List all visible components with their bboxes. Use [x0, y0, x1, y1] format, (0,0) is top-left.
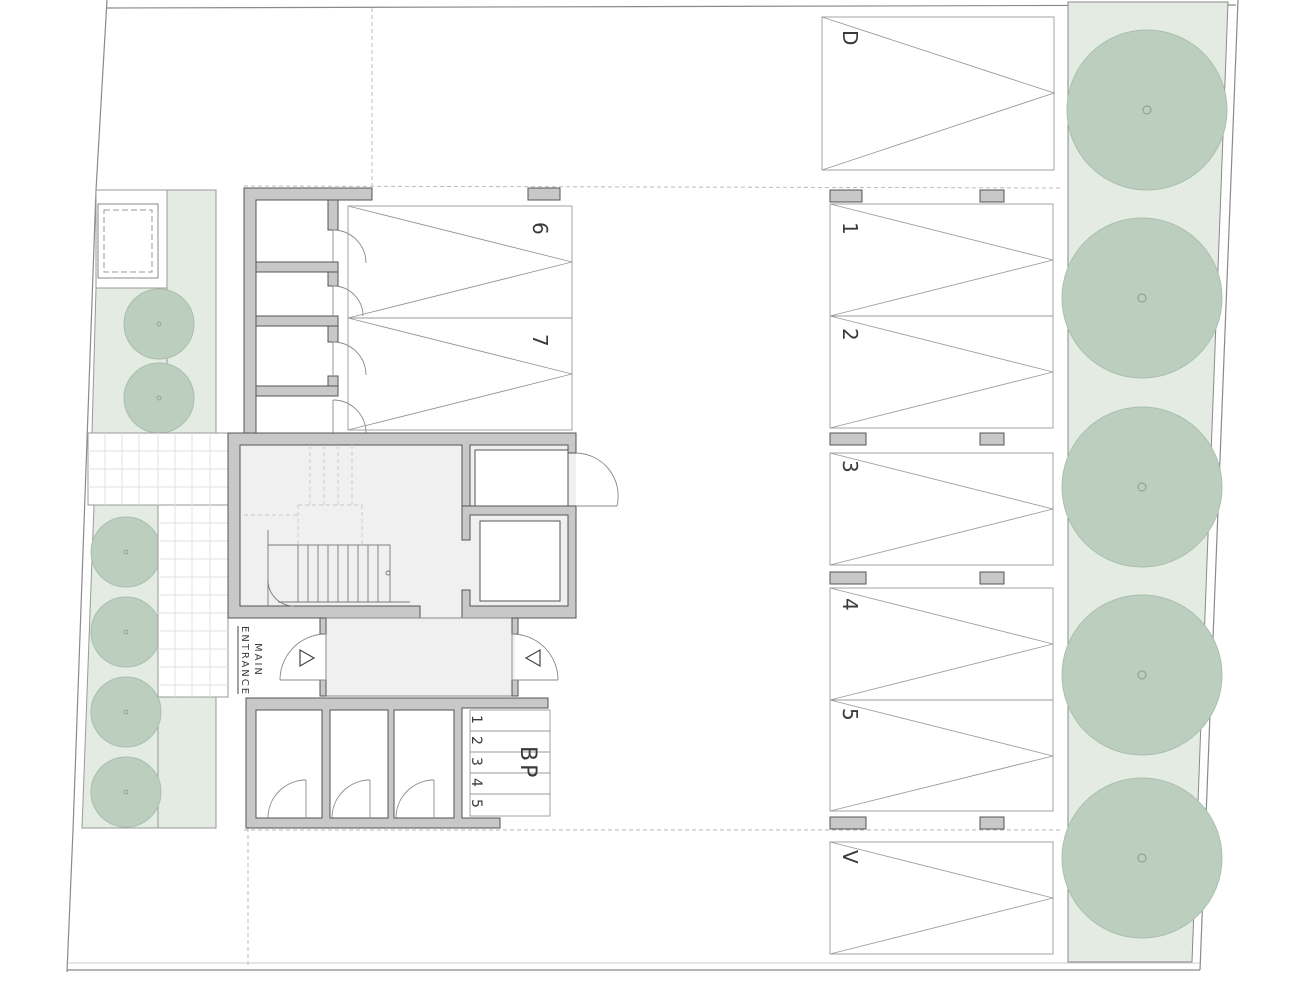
- tree-icon: [1066, 29, 1228, 191]
- parking-space-3: 3: [838, 460, 862, 473]
- bike-slot-number: 3: [468, 757, 484, 766]
- tree-icon: [90, 676, 162, 748]
- core-walls: [227, 432, 619, 619]
- site-boundary: [66, 0, 1239, 973]
- staircase: [244, 445, 410, 607]
- tree-icon: [90, 516, 162, 588]
- bike-slot-number: 1: [468, 715, 484, 724]
- bike-slot-number: 5: [468, 799, 484, 808]
- entry-arrow-icon: [299, 648, 316, 668]
- parking-space-d: D: [838, 30, 862, 45]
- tree-centers-left: [123, 321, 162, 795]
- tree-icon: [90, 756, 162, 828]
- tree-icon: [123, 288, 195, 360]
- parking-space-1: 1: [838, 222, 862, 235]
- tree-icon: [90, 596, 162, 668]
- tree-icon: [1061, 594, 1223, 756]
- entrance-label-main: MAIN: [252, 643, 263, 677]
- parking-space-6: 6: [528, 222, 552, 235]
- bollards: [527, 187, 1005, 830]
- entry-arrow-icon: [524, 648, 541, 668]
- trees-right: [1061, 29, 1228, 939]
- tree-icon: [123, 362, 195, 434]
- bike-parking-label: BP: [515, 746, 540, 780]
- tree-icon: [1061, 406, 1223, 568]
- parking-space-v: V: [838, 850, 862, 864]
- tree-icon: [1061, 777, 1223, 939]
- tree-icon: [1061, 217, 1223, 379]
- bike-slot-number: 4: [468, 778, 484, 787]
- entrance-lobby: [279, 617, 559, 697]
- entrance-label-entrance: ENTRANCE: [239, 626, 250, 696]
- parking-space-4: 4: [838, 598, 862, 611]
- bike-parking: 1 2 3 4 5 BP: [468, 709, 551, 817]
- trees-left: [90, 288, 195, 828]
- paved-entrance: [87, 432, 229, 698]
- storage-units-top: [243, 187, 373, 434]
- storage-units-bottom: [245, 697, 549, 829]
- main-entrance-label: MAIN ENTRANCE: [237, 626, 263, 696]
- bike-slot-number: 2: [468, 736, 484, 745]
- parking-space-5: 5: [838, 708, 862, 721]
- parking-bays-left: [347, 205, 573, 431]
- parking-space-2: 2: [838, 328, 862, 341]
- parking-bays-right: [821, 16, 1056, 955]
- parking-space-7: 7: [528, 334, 552, 347]
- tree-centers-right: [1137, 105, 1152, 863]
